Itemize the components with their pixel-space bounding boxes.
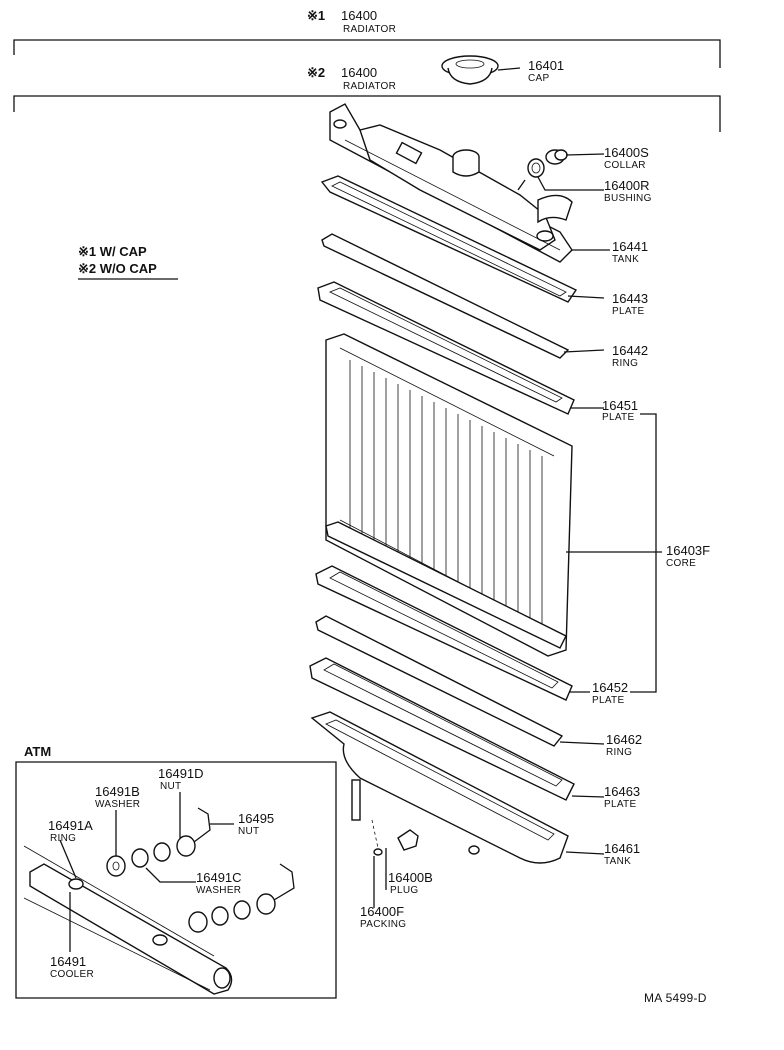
svg-text:NUT: NUT <box>160 781 181 792</box>
variant2-header: ※2 16400 RADIATOR <box>13 65 721 132</box>
label-upper-ring: 16442 RING <box>612 343 648 369</box>
label-atm-cooler: 16491 COOLER <box>50 954 94 980</box>
svg-text:16463: 16463 <box>604 784 640 799</box>
upper-tank-illustration <box>329 103 573 263</box>
core-bottom-plate-illustration <box>315 565 590 701</box>
variant2-number: 16400 <box>341 65 377 80</box>
svg-text:16443: 16443 <box>612 291 648 306</box>
label-core-bottom-plate: 16452 PLATE <box>592 680 628 706</box>
svg-text:16491: 16491 <box>50 954 86 969</box>
label-lower-tank: 16461 TANK <box>604 841 640 867</box>
variant2-name: RADIATOR <box>343 81 396 92</box>
svg-text:PLUG: PLUG <box>390 885 418 896</box>
svg-text:PLATE: PLATE <box>604 799 636 810</box>
svg-text:16441: 16441 <box>612 239 648 254</box>
core-top-plate-illustration <box>317 281 604 415</box>
svg-text:16491D: 16491D <box>158 766 204 781</box>
label-cap: 16401 CAP <box>528 58 564 84</box>
svg-text:RING: RING <box>612 358 638 369</box>
plug-illustration <box>385 829 419 890</box>
svg-text:16462: 16462 <box>606 732 642 747</box>
variant1-number: 16400 <box>341 8 377 23</box>
lower-tank-illustration <box>310 711 605 864</box>
label-collar: 16400S COLLAR <box>604 145 649 171</box>
legend: ※1 W/ CAP ※2 W/O CAP <box>78 244 178 280</box>
svg-text:16400F: 16400F <box>360 904 404 919</box>
svg-text:PLATE: PLATE <box>612 306 644 317</box>
core-bracket <box>566 413 662 693</box>
svg-text:CORE: CORE <box>666 558 696 569</box>
svg-text:RING: RING <box>50 833 76 844</box>
variant2-bracket <box>13 95 721 132</box>
svg-text:16400B: 16400B <box>388 870 433 885</box>
svg-text:TANK: TANK <box>604 856 631 867</box>
svg-text:NUT: NUT <box>238 826 259 837</box>
washer-b-illustration <box>106 855 126 877</box>
variant1-bracket <box>13 39 721 68</box>
label-atm-washer-b: 16491B WASHER <box>95 784 140 810</box>
drawing-code: MA 5499-D <box>644 991 707 1005</box>
variant1-name: RADIATOR <box>343 24 396 35</box>
legend-with-cap: ※1 W/ CAP <box>78 244 147 259</box>
svg-text:16401: 16401 <box>528 58 564 73</box>
nut-d-illustration <box>153 842 171 862</box>
svg-text:16400R: 16400R <box>604 178 650 193</box>
svg-text:WASHER: WASHER <box>196 885 241 896</box>
svg-text:16400S: 16400S <box>604 145 649 160</box>
packing-illustration <box>371 819 383 908</box>
upper-plate-illustration <box>320 175 605 303</box>
svg-text:16451: 16451 <box>602 398 638 413</box>
washer-c-illustration <box>131 848 149 868</box>
label-packing: 16400F PACKING <box>360 904 406 930</box>
label-atm-ring-a: 16491A RING <box>48 818 93 844</box>
label-core: 16403F CORE <box>666 543 710 569</box>
atm-frame <box>15 761 337 999</box>
legend-without-cap: ※2 W/O CAP <box>78 261 157 276</box>
svg-text:16403F: 16403F <box>666 543 710 558</box>
variant1-marker: ※1 <box>307 8 325 23</box>
lower-plate-illustration <box>309 657 605 801</box>
atm-title: ATM <box>24 744 51 759</box>
svg-text:PLATE: PLATE <box>602 412 634 423</box>
label-lower-ring: 16462 RING <box>606 732 642 758</box>
cap-illustration <box>441 55 521 85</box>
core-illustration <box>325 333 573 657</box>
svg-text:COLLAR: COLLAR <box>604 160 646 171</box>
variant1-header: ※1 16400 RADIATOR <box>13 8 721 68</box>
label-bushing: 16400R BUSHING <box>604 178 652 204</box>
label-atm-washer-c: 16491C WASHER <box>196 870 242 896</box>
svg-text:PACKING: PACKING <box>360 919 406 930</box>
variant2-marker: ※2 <box>307 65 325 80</box>
collar-illustration <box>545 149 605 165</box>
atm-inset: ATM 16491D <box>15 744 337 999</box>
label-atm-nut-95: 16495 NUT <box>238 811 274 837</box>
lower-ring-illustration <box>315 615 605 747</box>
upper-ring-illustration <box>321 233 605 359</box>
label-plug: 16400B PLUG <box>388 870 433 896</box>
svg-text:TANK: TANK <box>612 254 639 265</box>
label-lower-plate: 16463 PLATE <box>604 784 640 810</box>
cooler-illustration <box>23 845 233 995</box>
svg-text:WASHER: WASHER <box>95 799 140 810</box>
label-core-top-plate: 16451 PLATE <box>602 398 638 423</box>
svg-text:PLATE: PLATE <box>592 695 624 706</box>
svg-text:16495: 16495 <box>238 811 274 826</box>
svg-text:16491C: 16491C <box>196 870 242 885</box>
label-upper-plate: 16443 PLATE <box>612 291 648 317</box>
svg-text:16491A: 16491A <box>48 818 93 833</box>
svg-text:RING: RING <box>606 747 632 758</box>
svg-text:16452: 16452 <box>592 680 628 695</box>
label-upper-tank: 16441 TANK <box>572 239 648 265</box>
bushing-illustration <box>517 158 604 191</box>
svg-text:16491B: 16491B <box>95 784 140 799</box>
svg-text:16461: 16461 <box>604 841 640 856</box>
svg-text:16442: 16442 <box>612 343 648 358</box>
svg-text:CAP: CAP <box>528 73 549 84</box>
svg-text:BUSHING: BUSHING <box>604 193 652 204</box>
svg-text:COOLER: COOLER <box>50 969 94 980</box>
label-atm-nut-d: 16491D NUT <box>158 766 204 792</box>
